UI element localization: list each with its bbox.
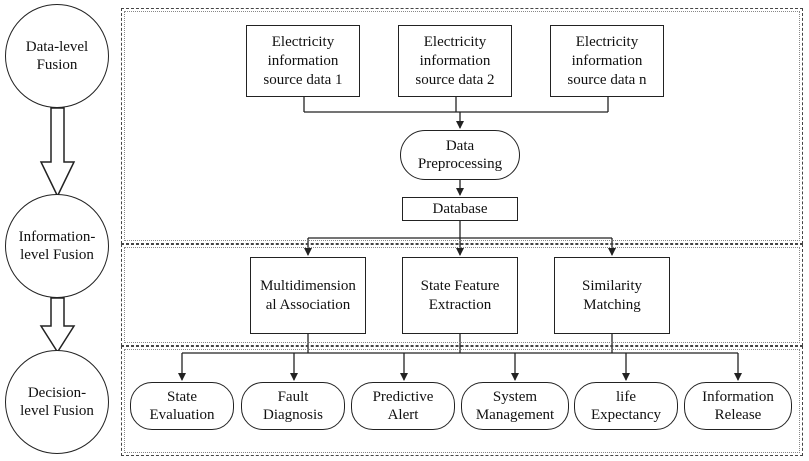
level-label-information: Information- level Fusion [18,229,96,263]
level-label-decision: Decision- level Fusion [20,385,94,419]
analysis-label-association: Multidimension al Association [260,277,356,313]
analysis-box-matching: Similarity Matching [554,257,670,334]
source-box-n: Electricity information source data n [550,25,664,97]
level-circle-decision: Decision- level Fusion [5,350,109,454]
output-label-3: Predictive Alert [372,389,434,423]
source-box-2: Electricity information source data 2 [398,25,512,97]
data-level-region [121,8,803,244]
database-node: Database [402,197,518,221]
source-label-2: Electricity information source data 2 [415,33,495,88]
level-arrow-1 [39,107,76,198]
output-node-information-release: Information Release [684,382,792,430]
output-node-life-expectancy: life Expectancy [574,382,678,430]
level-circle-information: Information- level Fusion [5,194,109,298]
output-label-2: Fault Diagnosis [263,389,323,423]
information-level-region [121,244,803,346]
output-label-4: System Management [475,389,555,423]
analysis-label-matching: Similarity Matching [582,277,642,313]
output-node-state-evaluation: State Evaluation [130,382,234,430]
output-node-predictive-alert: Predictive Alert [351,382,455,430]
analysis-box-association: Multidimension al Association [250,257,366,334]
source-label-n: Electricity information source data n [567,33,647,88]
preprocessing-label: Data Preprocessing [417,138,503,172]
output-label-1: State Evaluation [149,389,215,423]
decision-level-region [121,346,803,456]
output-node-fault-diagnosis: Fault Diagnosis [241,382,345,430]
output-label-6: Information Release [702,389,774,423]
analysis-box-extraction: State Feature Extraction [402,257,518,334]
analysis-label-extraction: State Feature Extraction [420,277,500,313]
database-label: Database [432,200,488,217]
level-circle-data: Data-level Fusion [5,4,109,108]
source-label-1: Electricity information source data 1 [263,33,343,88]
output-node-system-management: System Management [461,382,569,430]
preprocessing-node: Data Preprocessing [400,130,520,180]
level-arrow-2 [39,297,76,354]
level-label-data: Data-level Fusion [25,39,89,73]
output-label-5: life Expectancy [591,389,661,423]
source-box-1: Electricity information source data 1 [246,25,360,97]
